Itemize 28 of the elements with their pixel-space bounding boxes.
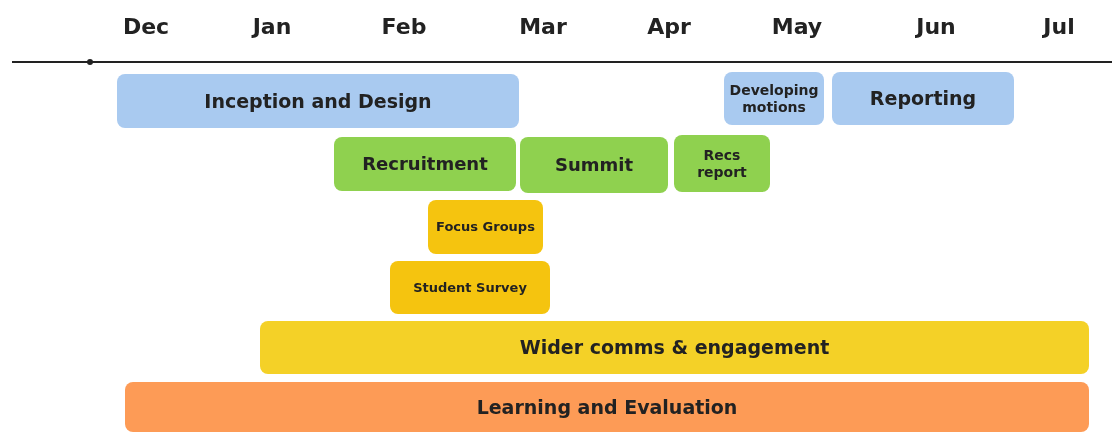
task-label: Summit bbox=[554, 154, 634, 176]
month-label: May bbox=[771, 14, 823, 39]
task-bar bbox=[390, 261, 550, 314]
month-label: Feb bbox=[381, 14, 427, 39]
task-label: Recs report bbox=[696, 146, 748, 181]
task-bar bbox=[334, 137, 516, 191]
month-label: Jan bbox=[252, 14, 292, 39]
month-label: Apr bbox=[647, 14, 691, 39]
task-label: Wider comms & engagement bbox=[519, 336, 830, 359]
task-bar bbox=[724, 72, 824, 125]
task-bar bbox=[260, 321, 1089, 374]
task-bar bbox=[117, 74, 519, 128]
task-bar bbox=[832, 72, 1014, 125]
task-label: Developing motions bbox=[728, 81, 820, 116]
task-bar bbox=[674, 135, 770, 192]
task-bar bbox=[428, 200, 543, 254]
task-label: Focus Groups bbox=[436, 219, 535, 235]
task-label: Recruitment bbox=[362, 153, 488, 175]
month-label: Jun bbox=[916, 14, 956, 39]
month-label: Mar bbox=[519, 14, 567, 39]
month-label: Jul bbox=[1043, 14, 1075, 39]
task-bar bbox=[125, 382, 1089, 432]
task-bar bbox=[520, 137, 668, 193]
month-label: Dec bbox=[122, 14, 170, 39]
task-label: Learning and Evaluation bbox=[476, 395, 738, 419]
task-label: Student Survey bbox=[413, 279, 527, 296]
task-label: Reporting bbox=[869, 87, 977, 110]
task-label: Inception and Design bbox=[204, 89, 432, 113]
